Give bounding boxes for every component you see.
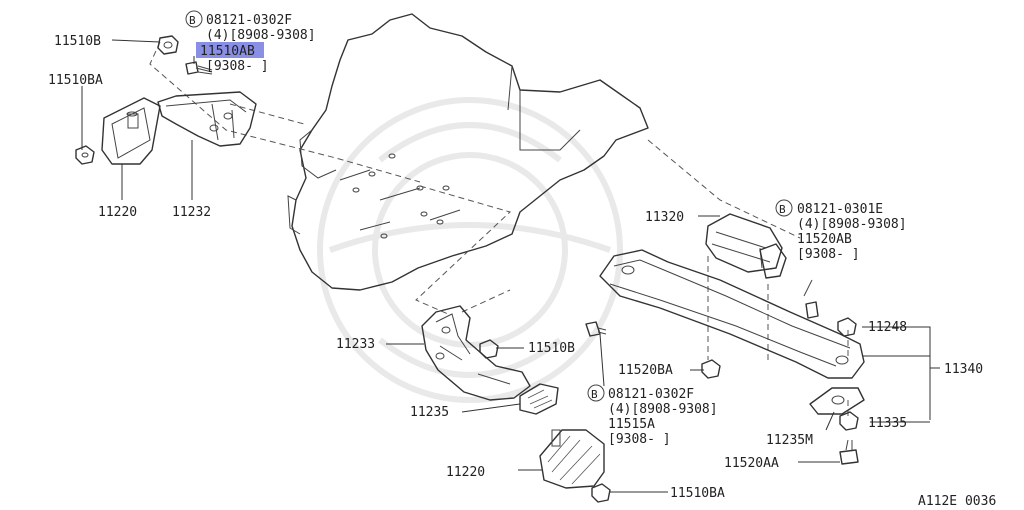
- nut-11335: [839, 411, 859, 431]
- bolt-note-1: B 08121-0302F (4)[8908-9308] [9308- ]: [185, 10, 316, 74]
- washer-11235m: [809, 387, 865, 415]
- label-11340[interactable]: 11340: [944, 362, 983, 377]
- note-3-line-1[interactable]: 08121-0302F: [608, 387, 694, 402]
- label-11235[interactable]: 11235: [410, 405, 449, 420]
- nut-11520ba: [701, 359, 721, 379]
- nut-11248: [837, 317, 857, 337]
- crossmember-11340: [599, 249, 865, 379]
- label-11510ba-left[interactable]: 11510BA: [48, 73, 103, 88]
- left-mount-insulator-11220: [101, 97, 161, 165]
- note-2-line-4: [9308- ]: [797, 247, 860, 262]
- bolt-11520ab: [803, 279, 819, 319]
- engine-mount-holes: [352, 153, 450, 239]
- nut-11510ba-left: [75, 145, 95, 165]
- label-11510ab-highlighted[interactable]: 11510AB: [200, 44, 255, 59]
- note-2-line-3[interactable]: 11520AB: [797, 232, 852, 247]
- bolt-note-2: B 08121-0301E (4)[8908-9308] 11520AB [93…: [775, 199, 907, 262]
- label-11510b-top[interactable]: 11510B: [54, 34, 101, 49]
- bolt-mark-icon: [587, 384, 605, 402]
- bolt-mark-letter: B: [189, 14, 196, 27]
- watermark-emblem: [317, 97, 623, 403]
- rear-mount-insulator-11320: [705, 213, 787, 279]
- label-11220-left[interactable]: 11220: [98, 205, 137, 220]
- label-11248[interactable]: 11248: [868, 320, 907, 335]
- note-3-line-4: [9308- ]: [608, 432, 671, 447]
- bolt-mark-letter: B: [591, 388, 598, 401]
- bolt-mark-icon: [775, 199, 793, 217]
- right-mount-bracket-11233: [421, 305, 531, 401]
- note-2-line-1[interactable]: 08121-0301E: [797, 202, 883, 217]
- figure-code: A112E 0036: [918, 494, 996, 509]
- label-11235m[interactable]: 11235M: [766, 433, 813, 448]
- bolt-mark-icon: [185, 10, 203, 28]
- note-1-line-1[interactable]: 08121-0302F: [206, 13, 292, 28]
- label-11232[interactable]: 11232: [172, 205, 211, 220]
- nut-11510ba-bottom: [591, 483, 611, 503]
- leader-lines: [81, 39, 940, 493]
- label-11520aa[interactable]: 11520AA: [724, 456, 779, 471]
- stopper-11235: [519, 383, 559, 415]
- highlight-box: [196, 42, 264, 58]
- label-11320[interactable]: 11320: [645, 210, 684, 225]
- note-1-line-2: (4)[8908-9308]: [206, 28, 316, 43]
- bolt-11510ab: [185, 61, 213, 75]
- nut-11510b-top: [157, 35, 179, 55]
- callout-labels: 11510B 11510BA 11220 11232 11510AB 11320…: [48, 34, 983, 501]
- left-mount-bracket-11232: [157, 91, 257, 147]
- bolt-11520aa: [839, 439, 859, 465]
- bolt-note-3: B 08121-0302F (4)[8908-9308] 11515A [930…: [587, 384, 718, 447]
- label-11220-right[interactable]: 11220: [446, 465, 485, 480]
- engine-transmission-outline: [287, 13, 649, 291]
- label-11520ba[interactable]: 11520BA: [618, 363, 673, 378]
- note-2-line-2: (4)[8908-9308]: [797, 217, 907, 232]
- label-11510b-center[interactable]: 11510B: [528, 341, 575, 356]
- nut-11510b-center: [479, 339, 499, 359]
- label-11510ba-bottom[interactable]: 11510BA: [670, 486, 725, 501]
- note-3-line-3[interactable]: 11515A: [608, 417, 655, 432]
- bolt-mark-letter: B: [779, 203, 786, 216]
- note-1-line-3: [9308- ]: [206, 59, 269, 74]
- note-3-line-2: (4)[8908-9308]: [608, 402, 718, 417]
- label-11335[interactable]: 11335: [868, 416, 907, 431]
- alignment-dashed-lines: [149, 41, 849, 420]
- label-11233[interactable]: 11233: [336, 337, 375, 352]
- right-mount-insulator-11220: [539, 429, 605, 489]
